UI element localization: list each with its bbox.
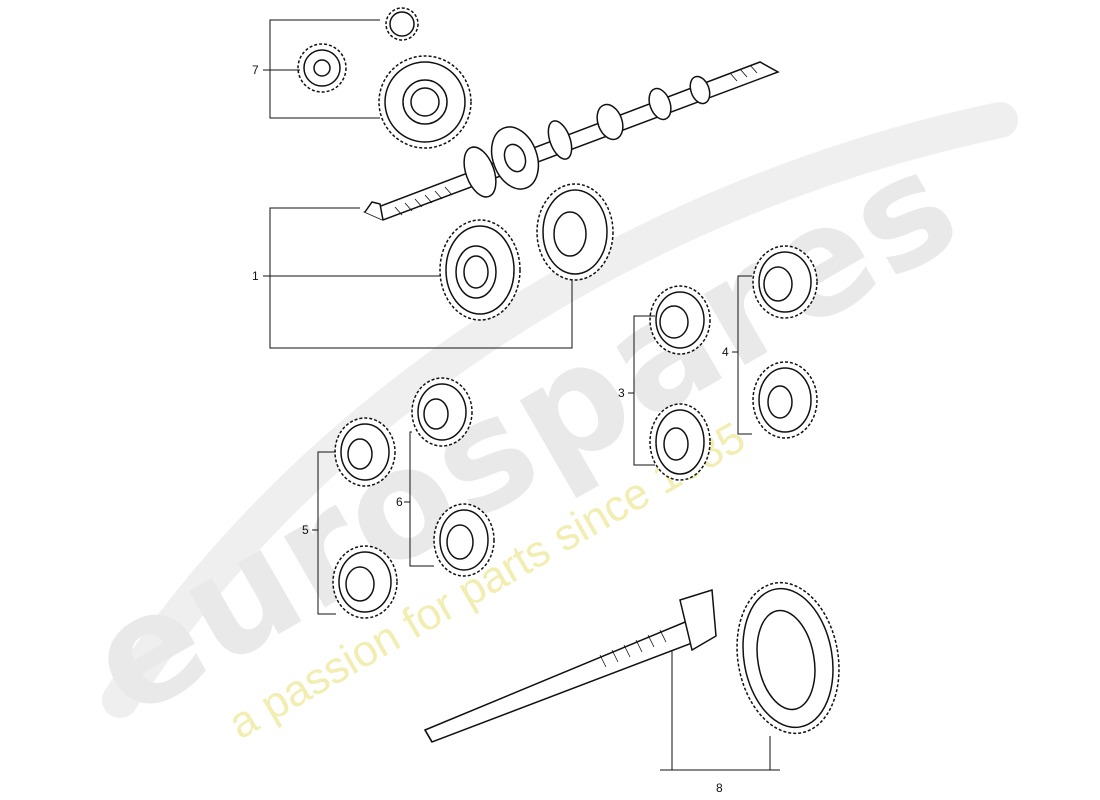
gear-4-top [752,245,818,319]
callout-8: 8 [716,781,723,795]
callout-3: 3 [618,386,625,400]
gear-7-left [297,43,347,93]
gear-5-top [334,417,396,487]
gear-3-bottom [649,403,711,481]
watermark-brand: eurospares [61,116,987,751]
callout-brackets [263,19,780,771]
pinion-shaft [423,589,717,743]
watermark-swoosh [102,102,1018,718]
gear-7-large [378,55,472,149]
callout-1: 1 [252,269,259,283]
gear-6-top [411,377,473,447]
gear-7-small-top [385,7,419,41]
gear-3-top [649,285,711,355]
callout-7: 7 [252,63,259,77]
gear-6-bottom [433,503,495,577]
callout-5: 5 [302,523,309,537]
callout-4: 4 [722,345,729,359]
gear-1-left [439,219,521,321]
watermark: eurospares a passion for parts since 198… [61,102,1018,751]
main-shaft [363,61,780,221]
gear-1-right [536,183,614,281]
gear-5-bottom [332,545,398,619]
callout-labels: 7 1 3 4 5 6 8 [252,63,729,795]
ring-gear [736,581,840,735]
gear-4-bottom [752,361,818,439]
callout-6: 6 [396,495,403,509]
